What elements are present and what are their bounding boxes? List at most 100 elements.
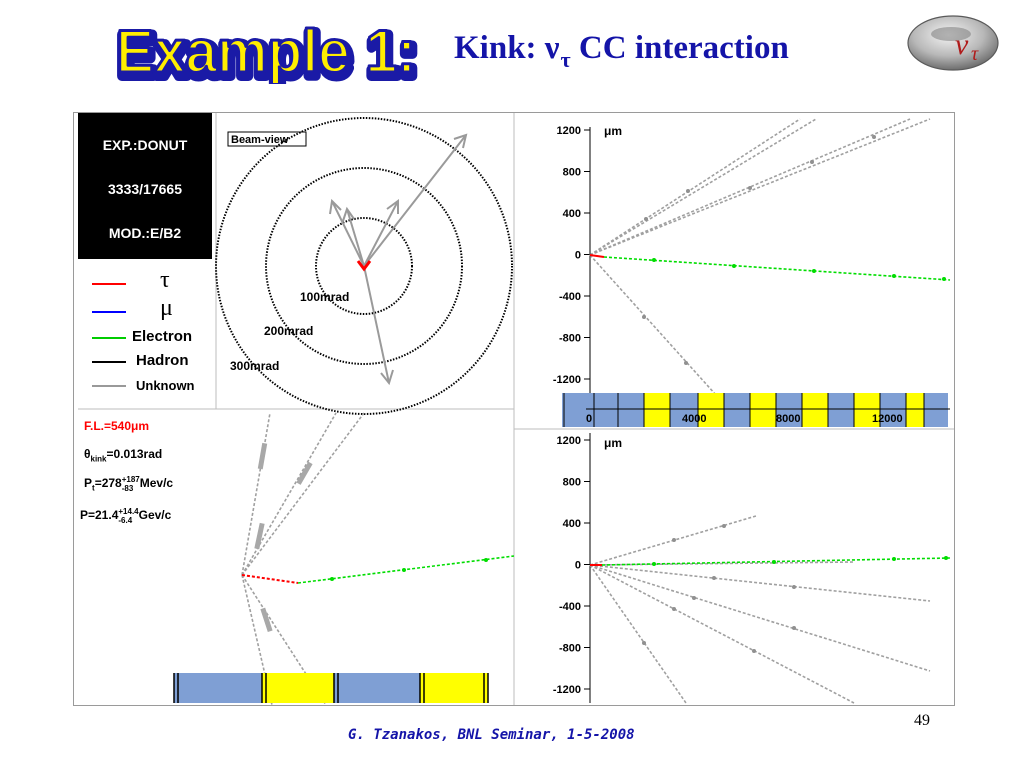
bottom-track-4 [589, 564, 931, 672]
bottom-plot-grey-tracks [589, 515, 931, 704]
plate-yellow-2 [420, 673, 488, 703]
top-x-tick-label-2: 8000 [776, 413, 800, 425]
legend-item-mu: μ [78, 295, 210, 323]
plate-blue-1 [174, 673, 262, 703]
experiment-label: EXP.:DONUT [102, 137, 188, 153]
side-track-4 [241, 574, 327, 705]
top-plate-y-2 [698, 393, 724, 427]
top-plate-y-5 [854, 393, 880, 427]
top-plate-y-1 [644, 393, 670, 427]
p-prefix: P=21.4 [80, 508, 119, 523]
bottom-track-5 [589, 564, 855, 704]
example-title-text: Example 1: [116, 18, 416, 84]
side-blob-3 [296, 461, 313, 485]
legend-label-unknown: Unknown [136, 378, 195, 393]
bottom-hit-7 [672, 607, 676, 611]
side-blob-1 [257, 442, 268, 470]
beam-view-label-box [227, 131, 307, 147]
plate-separators [173, 673, 489, 703]
bottom-hit-4 [792, 585, 796, 589]
bottom-plot-electron-track [601, 557, 951, 566]
side-view-plates [173, 673, 489, 703]
top-y-tick-label-2: 400 [563, 208, 581, 220]
bottom-hit-6 [792, 626, 796, 630]
logo-torus [907, 15, 999, 71]
top-plate-y-4 [802, 393, 828, 427]
ring-label-200: 200mrad [264, 324, 313, 338]
top-hit-7 [684, 361, 688, 365]
bottom-e-hit-2 [772, 560, 776, 564]
legend-label-hadron: Hadron [136, 352, 189, 369]
bottom-y-tick-label-1: 800 [563, 477, 581, 489]
bottom-y-tick-label-6: -1200 [553, 684, 581, 696]
example-title: Example 1: Example 1: [113, 17, 423, 85]
top-y-tick-label-5: -800 [559, 333, 581, 345]
event-id-label: 3333/17665 [108, 181, 182, 197]
bottom-plot-electron-hits [652, 556, 948, 566]
logo-symbol: ν [955, 28, 969, 61]
top-plate-y-3 [750, 393, 776, 427]
bottom-y-tick-label-0: 1200 [557, 435, 581, 447]
top-hit-3 [748, 186, 752, 190]
p-unit: Gev/c [138, 508, 172, 523]
theta-rest: =0.013rad [106, 447, 163, 461]
event-display-graphics: Beam-view 100mrad 200mrad 300mrad [78, 113, 954, 705]
plate-yellow-1 [262, 673, 334, 703]
top-plot-tau-track [589, 254, 605, 258]
bottom-hit-5 [692, 596, 696, 600]
pt-down: -83 [121, 484, 134, 493]
top-e-hit-1 [652, 258, 656, 262]
bottom-e-hit-4 [944, 556, 948, 560]
top-track-1 [589, 118, 801, 256]
footer-citation: G. Tzanakos, BNL Seminar, 1-5-2008 [348, 727, 635, 743]
ring-label-100: 100mrad [300, 290, 349, 304]
logo-sub: τ [971, 43, 979, 65]
legend-item-tau: τ [78, 267, 210, 295]
beam-arrow-1 [363, 134, 467, 267]
beam-view: Beam-view 100mrad 200mrad 300mrad [215, 117, 513, 415]
bottom-track-3 [589, 564, 931, 602]
side-blob-4 [260, 607, 273, 633]
top-plot-electron-hits [652, 258, 946, 281]
top-y-tick-label-4: -400 [559, 291, 581, 303]
side-blob-2 [254, 522, 265, 550]
bottom-y-tick-label-4: -400 [559, 601, 581, 613]
side-view-electron-hit-2 [402, 568, 406, 572]
top-y-tick-label-1: 800 [563, 167, 581, 179]
legend-item-hadron: Hadron [78, 351, 210, 373]
top-hit-1 [644, 217, 648, 221]
pt-unit: Mev/c [139, 476, 174, 491]
top-plot-plates [562, 393, 950, 427]
legend-item-unknown: Unknown [78, 375, 210, 397]
subtitle: Kink: ντ CC interaction [454, 30, 789, 72]
bottom-y-tick-label-3: 0 [575, 560, 581, 572]
side-view-grey-blobs [254, 442, 313, 633]
top-x-tick-label-0: 0 [586, 413, 592, 425]
top-plate-separators [563, 393, 925, 427]
legend-swatch-unknown [92, 385, 126, 387]
top-track-2 [589, 118, 817, 256]
bottom-track-2 [589, 561, 855, 566]
top-y-tick-label-6: -1200 [553, 374, 581, 386]
pt-sub: t [92, 483, 95, 493]
plate-blue-2 [334, 673, 420, 703]
legend-swatch-mu [92, 311, 126, 313]
beam-arrow-2-head [329, 198, 342, 215]
legend-item-electron: Electron [78, 327, 210, 349]
top-hit-5 [872, 135, 876, 139]
top-e-hit-4 [892, 274, 896, 278]
top-plot-grey-hits [642, 135, 876, 365]
bottom-y-tick-label-5: -800 [559, 643, 581, 655]
bottom-hit-8 [752, 649, 756, 653]
side-track-1 [241, 412, 271, 576]
top-e-hit-5 [942, 277, 946, 281]
side-view-electron-hit-3 [484, 558, 488, 562]
top-e-hit-3 [812, 269, 816, 273]
event-info-box: EXP.:DONUT 3333/17665 MOD.:E/B2 [78, 113, 212, 259]
